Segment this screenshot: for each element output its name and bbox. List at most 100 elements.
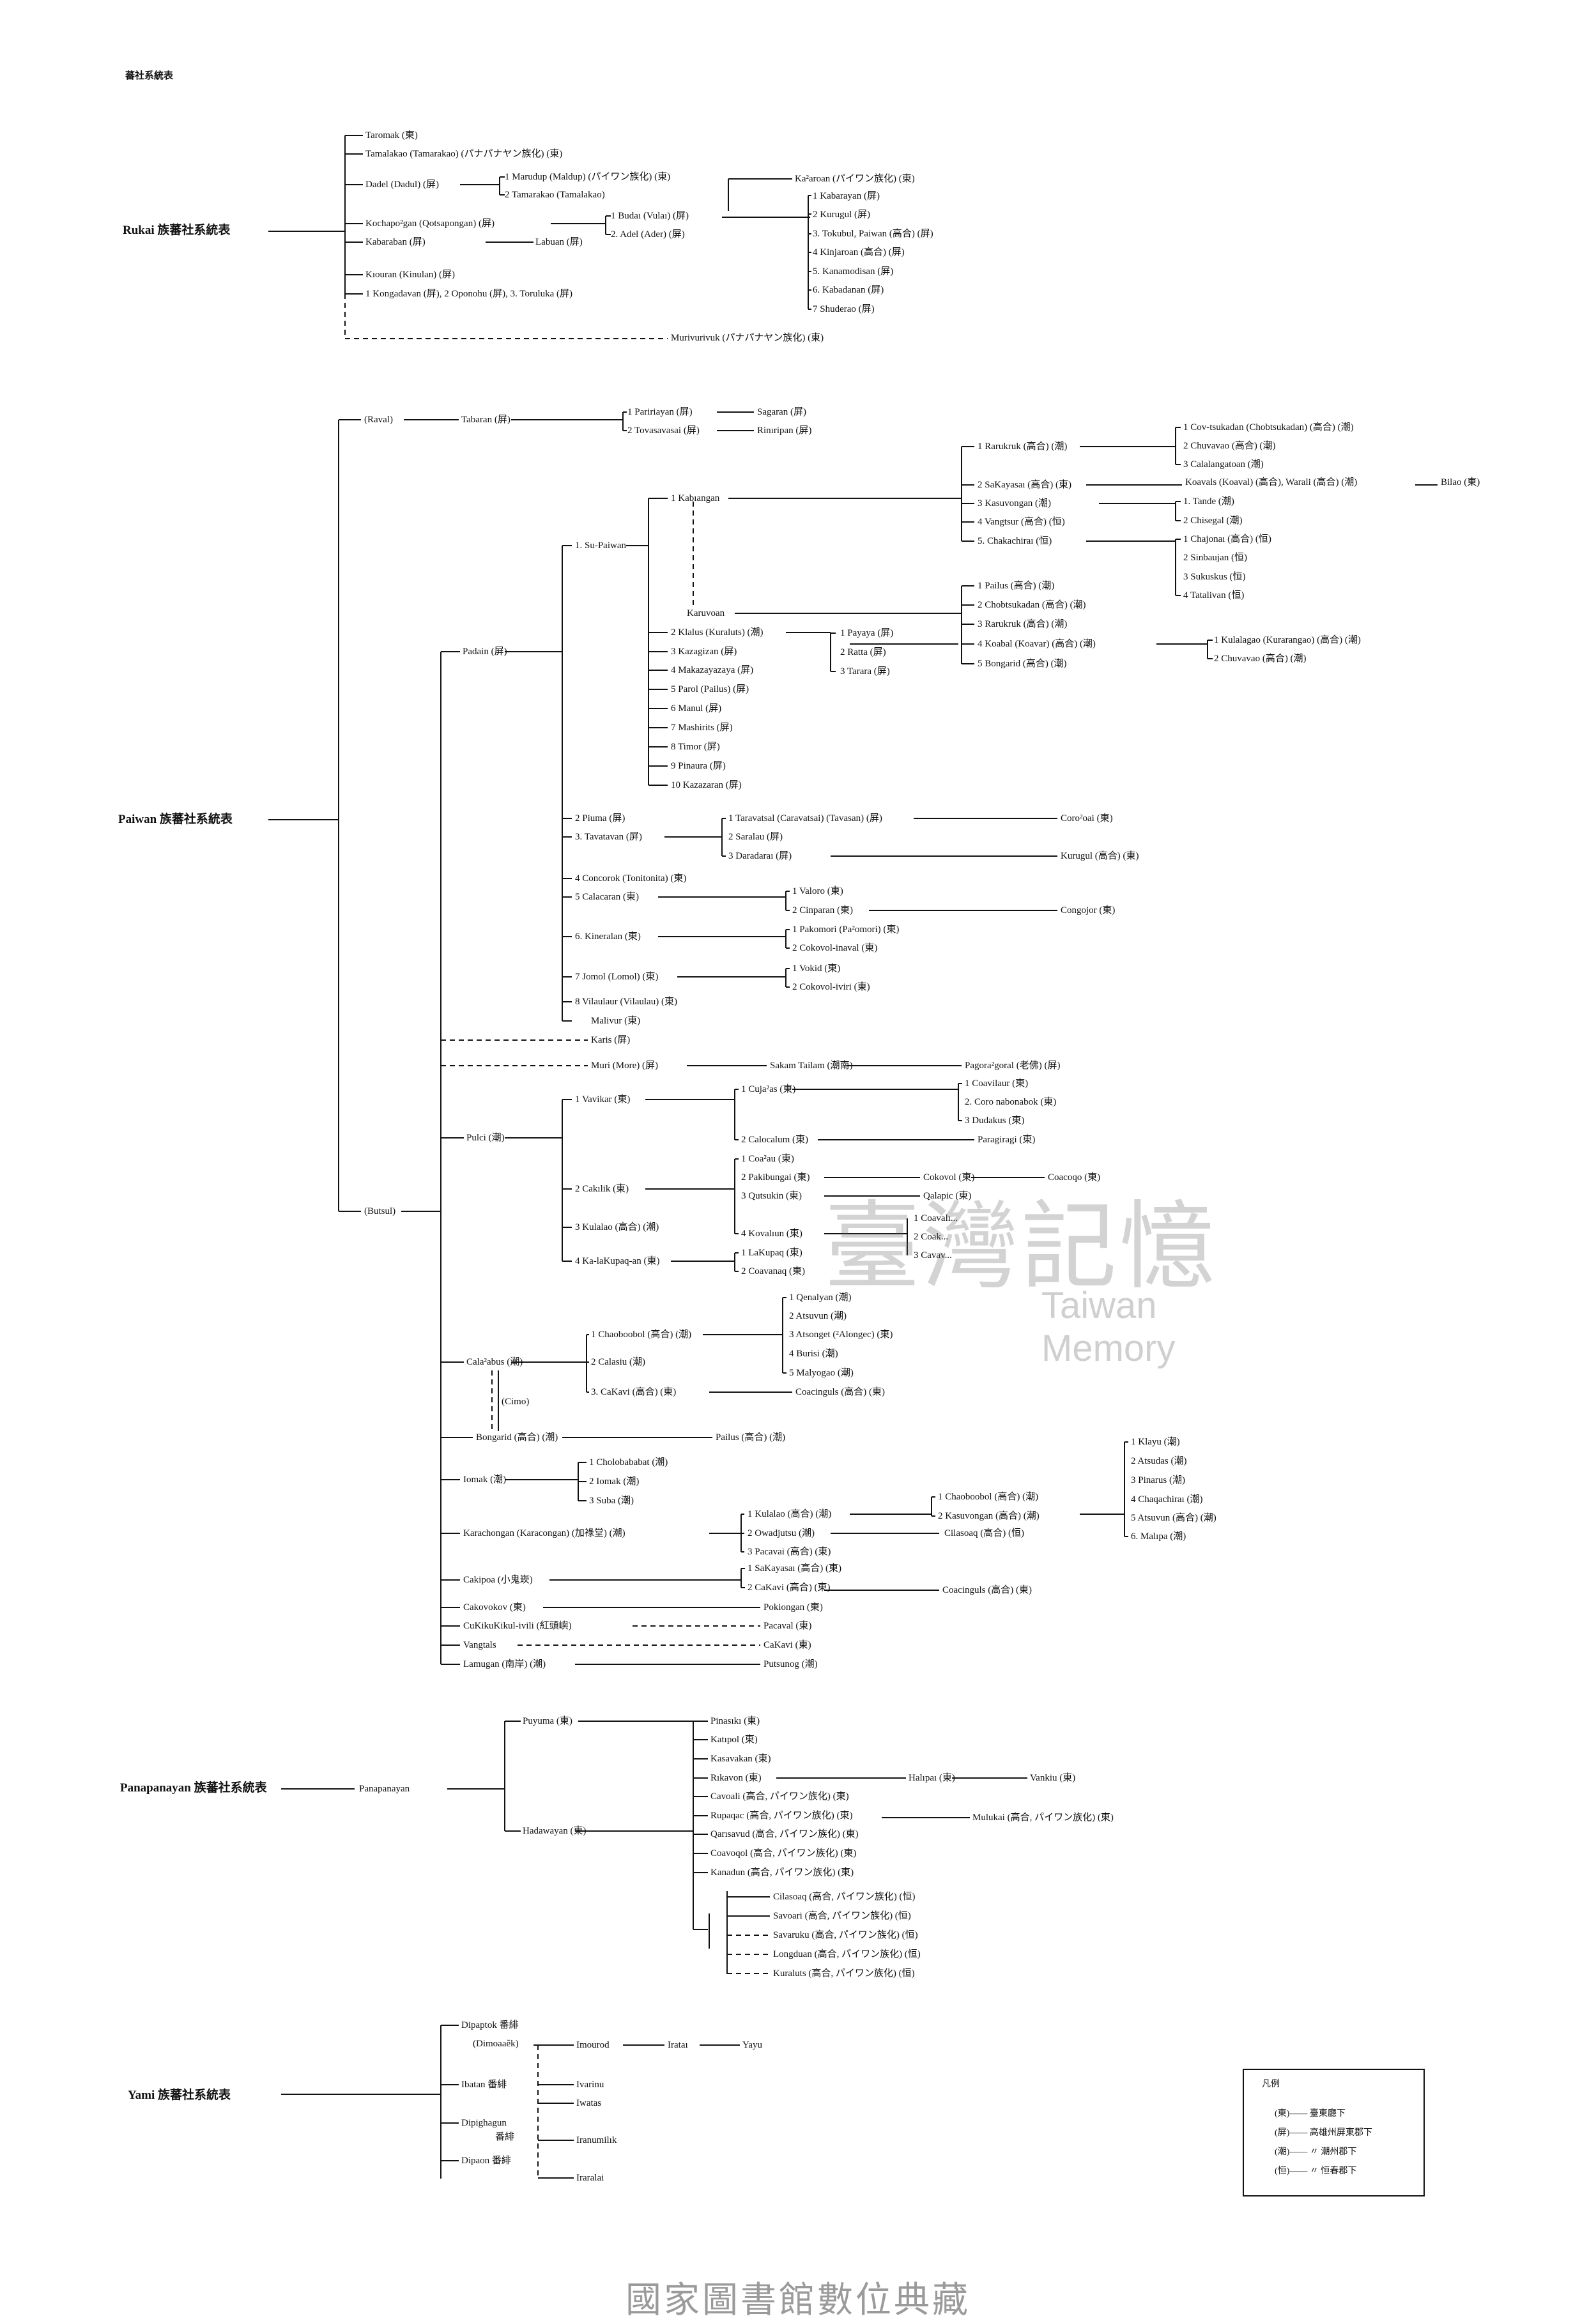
node-raval: (Raval) [364,415,393,425]
node-iranumilik: Iranumilık [576,2135,617,2145]
node-jomol: 7 Jomol (Lomol) (東) [575,972,659,982]
node-coavilaur: 1 Coavilaur (東) [965,1078,1029,1089]
node-saralau: 2 Saralau (屏) [728,832,783,842]
node-qutsukin: 3 Qutsukin (東) [741,1191,802,1201]
node-padain-8: 8 Timor (屏) [671,742,720,752]
node-butsul: (Butsul) [364,1206,396,1216]
legend-title: 凡例 [1262,2080,1280,2089]
node-sagaran: Sagaran (屏) [757,407,807,417]
node-burisi: 4 Burisi (潮) [789,1349,838,1359]
node-tatalivan: 4 Tatalivan (恒) [1183,590,1245,601]
node-dimoaaek: (Dimoaaěk) [473,2039,519,2049]
node-pacavai: 3 Pacavai (高合) (東) [748,1547,831,1557]
node-kasuvongan-b: 2 Kasuvongan (高合) (潮) [938,1511,1040,1521]
node-pailus-b: Pailus (高合) (潮) [716,1432,786,1443]
node-pailus-4: 4 Koabal (Koavar) (高合) (潮) [978,639,1096,649]
node-cokovol-inaval: 2 Cokovol-inaval (東) [792,943,878,953]
node-lamugan: Lamugan (南岸) (潮) [463,1659,546,1669]
node-kulalagao: 1 Kulalagao (Kurarangao) (高合) (潮) [1214,635,1361,645]
node-taravatsal: 1 Taravatsal (Caravatsai) (Tavasan) (屏) [728,813,882,824]
node-chaoboobol-b: 1 Chaoboobol (高合) (潮) [938,1492,1039,1502]
node-pana-lower-3: Savaruku (高合, パイワン族化) (恒) [773,1930,918,1940]
node-padain-2: 2 Klalus (Kuraluts) (潮) [671,627,763,638]
node-pana-3: Kasavakan (東) [710,1754,771,1764]
node-coavanaq: 2 Coavanaq (東) [741,1266,805,1276]
node-vangtal: Vangtals [463,1640,496,1650]
footer-credit: 國家圖書館數位典藏 [625,2280,971,2321]
node-cakipoa: Cakipoa (小鬼崁) [463,1575,533,1585]
node-piuma: 2 Piuma (屏) [575,813,625,824]
node-pailus-3: 3 Rarukruk (高合) (潮) [978,619,1068,629]
node-tavatavan: 3. Tavatavan (屏) [575,832,642,842]
node-klayu-5: 5 Atsuvun (高合) (潮) [1131,1513,1216,1523]
node-hadawayan: Hadawayan (東) [523,1826,587,1836]
node-rarukruk-3: 3 Kasuvongan (潮) [978,498,1051,509]
node-cimo: (Cimo) [502,1397,530,1407]
node-pana-7: Qarısavud (高合, パイワン族化) (東) [710,1829,859,1839]
node-coronabonabok: 2. Coro nabonabok (東) [965,1097,1057,1107]
node-paririan: 1 Paririayan (屏) [627,407,693,417]
node-valoro: 1 Valoro (東) [792,886,843,896]
node-klayu-1: 1 Klayu (潮) [1131,1437,1180,1447]
node-malyogao: 5 Malyogao (潮) [789,1368,854,1378]
node-panapanayan: Panapanayan [359,1784,410,1794]
node-pagorangoral: Pagora²goral (老佛) (屏) [965,1061,1061,1071]
node-atsonget: 3 Atsonget (²Alongec) (東) [789,1330,893,1340]
node-padain-6: 6 Manul (屏) [671,703,722,714]
node-mulukai: Mulukai (高合, パイワン族化) (東) [972,1813,1114,1823]
node-tande: 1. Tande (潮) [1183,496,1234,507]
node-pulci: Pulci (潮) [466,1133,505,1143]
node-kalakupaqan: 4 Ka-laKupaq-an (東) [575,1256,660,1266]
node-halipai: Halıpaı (東) [909,1773,955,1783]
legend-item: (屏)—— 高雄州屏東郡下 [1275,2128,1372,2138]
heading-rukai: Rukai 族蕃社系統表 [123,224,231,237]
node-padain: Padain (屏) [463,647,507,657]
node-rukai-child-5: 5. Kanamodisan (屏) [813,266,894,277]
node-kabaraban: Kabaraban (屏) [365,237,426,247]
node-calacaran: 5 Calacaran (東) [575,892,639,902]
node-dipighagun: Dipighagun [461,2118,507,2128]
node-pana-2: Katıpol (東) [710,1735,758,1745]
node-vilaulaur: 8 Vilaulaur (Vilaulau) (東) [575,997,677,1007]
node-dipaon: Dipaon 番緋 [461,2156,511,2166]
node-coava-2: 2 Coak... [914,1232,949,1242]
node-tarara: 3 Tarara (屏) [840,666,890,677]
node-pakibungai: 2 Pakibungai (東) [741,1172,810,1183]
node-rarukruk-4: 4 Vangtsur (高合) (恒) [978,517,1065,527]
node-sukuskus: 3 Sukuskus (恒) [1183,572,1246,582]
node-pailus-2: 2 Chobtsukadan (高合) (潮) [978,600,1086,610]
node-cholob-3: 3 Suba (潮) [589,1496,634,1506]
node-sakam: Sakam Tailam (潮南) [770,1061,853,1071]
heading-paiwan: Paiwan 族蕃社系統表 [118,813,233,826]
node-pana-1: Pinasıkı (東) [710,1716,760,1726]
node-putsunog: Putsunog (潮) [763,1659,818,1669]
node-ratta: 2 Ratta (屏) [840,647,886,657]
node-kulalao-b: 1 Kulalao (高合) (潮) [748,1509,832,1519]
node-pacaval: Pacaval (東) [763,1621,812,1631]
node-yayu: Yayu [742,2040,762,2050]
heading-panapanayan: Panapanayan 族蕃社系統表 [120,1781,267,1795]
node-dipaptok: Dipaptok 番緋 [461,2020,519,2030]
node-calasiu: 2 Calasiu (潮) [591,1357,645,1367]
node-payaya: 1 Payaya (屏) [840,628,894,638]
node-padain-4: 4 Makazayazaya (屏) [671,665,754,675]
node-chajonai: 1 Chajonaı (高合) (恒) [1183,534,1271,544]
node-rukai-child-3: 3. Tokubul, Paiwan (高合) (屏) [813,229,933,239]
node-kurugul-b: Kurugul (高合) (東) [1061,851,1139,861]
node-pana-9: Kanadun (高合, パイワン族化) (東) [710,1867,854,1878]
node-karuvoan: Karuvoan [687,608,725,618]
node-rukai-child-4: 4 Kinjaroan (高合) (屏) [813,247,905,257]
node-taromak: Taromak (東) [365,130,418,141]
node-vokid: 1 Vokid (東) [792,963,841,974]
node-supaiwan: 1. Su-Paiwan [575,540,626,551]
node-corooai: Coro²oai (東) [1061,813,1113,824]
node-pakomori: 1 Pakomori (Pa²omori) (東) [792,924,900,935]
node-tabaran: Tabaran (屏) [461,415,510,425]
node-chuvavao: 2 Chuvavao (高合) (潮) [1183,441,1276,451]
node-cakavi-d: CaKavi (東) [763,1640,811,1650]
node-kochapongan: Kochapo²gan (Qotsapongan) (屏) [365,218,495,229]
node-cakovokov: Cakovokov (東) [463,1602,526,1613]
node-pana-lower-2: Savoari (高合, パイワン族化) (恒) [773,1911,911,1921]
node-vankiu: Vankiu (東) [1030,1773,1076,1783]
